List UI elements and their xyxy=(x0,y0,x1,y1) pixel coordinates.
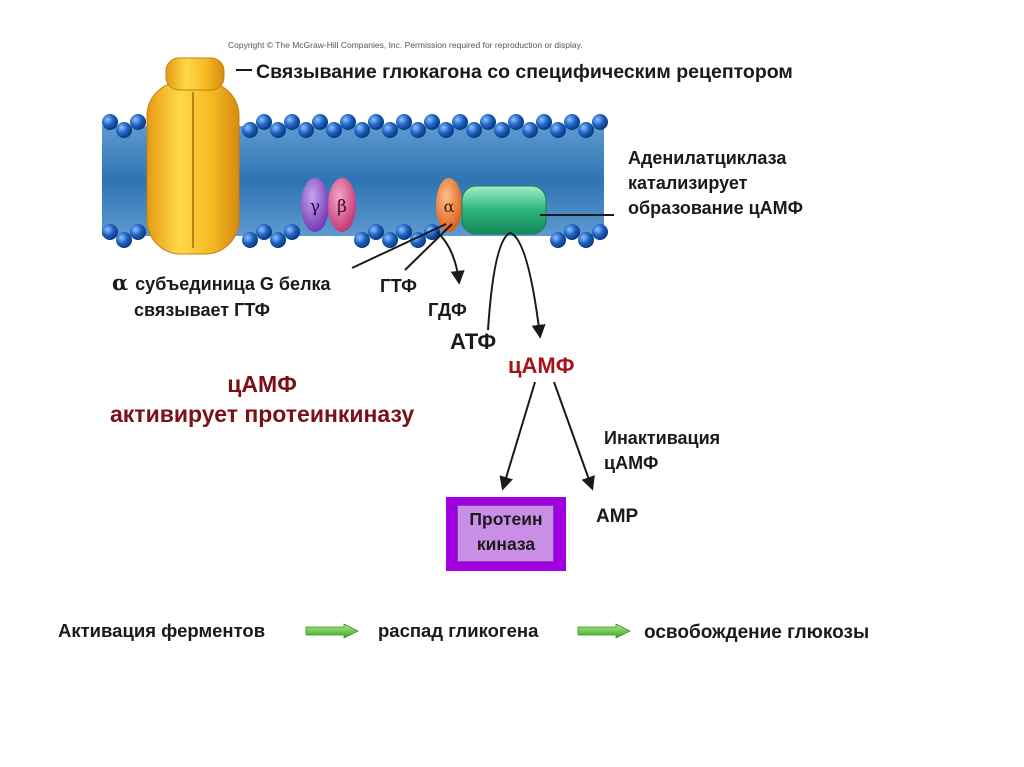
lipid-head xyxy=(508,114,524,130)
alpha-symbol: α xyxy=(112,270,129,295)
glucagon-receptor xyxy=(146,57,240,255)
lipid-head xyxy=(242,122,258,138)
lipid-head xyxy=(382,232,398,248)
flow-step-enzyme-activation: Активация ферментов xyxy=(58,620,266,641)
activates-line2: активирует протеинкиназу xyxy=(110,401,415,427)
camp-activates-label: цАМФ активирует протеинкиназу xyxy=(110,369,414,429)
atf-label: АТФ xyxy=(450,329,497,354)
flow-step-glycogen-breakdown: распад гликогена xyxy=(378,620,539,641)
atf-to-camp-arrow xyxy=(487,231,546,339)
lipid-head xyxy=(130,224,146,240)
g-protein-subunit-beta: β xyxy=(328,178,356,232)
gtf-to-gdf-arrow xyxy=(436,231,465,285)
lipid-head xyxy=(312,114,328,130)
flow-arrow-1 xyxy=(305,623,359,639)
lipid-head xyxy=(480,114,496,130)
lipid-head xyxy=(116,122,132,138)
lipid-head xyxy=(550,122,566,138)
lipid-head xyxy=(494,122,510,138)
lipid-head xyxy=(578,232,594,248)
gprotein-label: α субъединица G белка связывает ГТФ xyxy=(112,270,331,323)
camp-to-amp-arrow xyxy=(553,381,595,491)
gtf-label: ГТФ xyxy=(380,275,417,296)
lipid-head xyxy=(242,232,258,248)
gprotein-label-line1: субъединица G белка xyxy=(130,274,331,294)
lipid-head xyxy=(424,114,440,130)
lipid-head xyxy=(396,114,412,130)
lipid-head xyxy=(564,224,580,240)
camp-to-kinase-arrow xyxy=(499,381,536,491)
gdf-label: ГДФ xyxy=(428,299,467,320)
diagram-title: Связывание глюкагона со специфическим ре… xyxy=(256,61,793,83)
amp-label: AMP xyxy=(596,506,639,527)
lipid-head xyxy=(284,114,300,130)
lipid-head xyxy=(550,232,566,248)
gtf-pointer-line xyxy=(404,223,453,271)
protein-kinase-line1: Протеин xyxy=(469,509,543,529)
copyright-notice: Copyright © The McGraw-Hill Companies, I… xyxy=(228,40,583,50)
lipid-head xyxy=(592,224,608,240)
lipid-head xyxy=(382,122,398,138)
lipid-head xyxy=(256,114,272,130)
lipid-head xyxy=(270,232,286,248)
lipid-head xyxy=(102,224,118,240)
gprotein-label-line2: связывает ГТФ xyxy=(134,300,270,320)
lipid-head xyxy=(340,114,356,130)
lipid-head xyxy=(256,224,272,240)
lipid-heads-bottom xyxy=(102,224,608,248)
flow-arrow-2 xyxy=(577,623,631,639)
adenylate-cyclase xyxy=(461,185,547,235)
enzyme-label-line2: катализирует xyxy=(628,173,748,193)
camp-label: цАМФ xyxy=(508,353,575,378)
protein-kinase-line2: киназа xyxy=(476,534,536,554)
protein-kinase-label: Протеин киназа xyxy=(460,507,552,557)
svg-text:γ: γ xyxy=(310,197,320,217)
svg-text:β: β xyxy=(337,197,347,217)
lipid-head xyxy=(368,114,384,130)
lipid-head xyxy=(452,114,468,130)
enzyme-label-line1: Аденилатциклаза xyxy=(628,148,787,168)
inactivation-line2: цАМФ xyxy=(604,453,659,473)
lipid-head xyxy=(354,232,370,248)
lipid-head xyxy=(564,114,580,130)
lipid-head xyxy=(522,122,538,138)
camp-inactivation-label: Инактивация цАМФ xyxy=(604,426,720,476)
svg-text:α: α xyxy=(444,197,455,216)
lipid-head xyxy=(116,232,132,248)
lipid-head xyxy=(270,122,286,138)
lipid-head xyxy=(102,114,118,130)
lipid-heads-top xyxy=(102,114,608,138)
adenylate-cyclase-label: Аденилатциклаза катализирует образование… xyxy=(628,146,803,221)
lipid-head xyxy=(368,224,384,240)
enzyme-label-line3: образование цАМФ xyxy=(628,198,804,218)
lipid-head xyxy=(466,122,482,138)
lipid-head xyxy=(326,122,342,138)
lipid-head xyxy=(536,114,552,130)
activates-line1: цАМФ xyxy=(227,371,297,397)
lipid-head xyxy=(298,122,314,138)
lipid-head xyxy=(578,122,594,138)
lipid-head xyxy=(410,122,426,138)
protein-kinase-inner xyxy=(457,505,554,562)
lipid-head xyxy=(284,224,300,240)
lipid-head xyxy=(354,122,370,138)
lipid-head xyxy=(438,122,454,138)
g-protein-subunit-gamma: γ xyxy=(301,178,329,232)
inactivation-line1: Инактивация xyxy=(604,428,721,448)
lipid-head xyxy=(130,114,146,130)
gprotein-pointer-line xyxy=(351,223,447,269)
lipid-head xyxy=(396,224,412,240)
lipid-head xyxy=(592,114,608,130)
g-protein-subunit-alpha: α xyxy=(436,178,462,232)
flow-step-glucose-release: освобождение глюкозы xyxy=(644,622,870,643)
